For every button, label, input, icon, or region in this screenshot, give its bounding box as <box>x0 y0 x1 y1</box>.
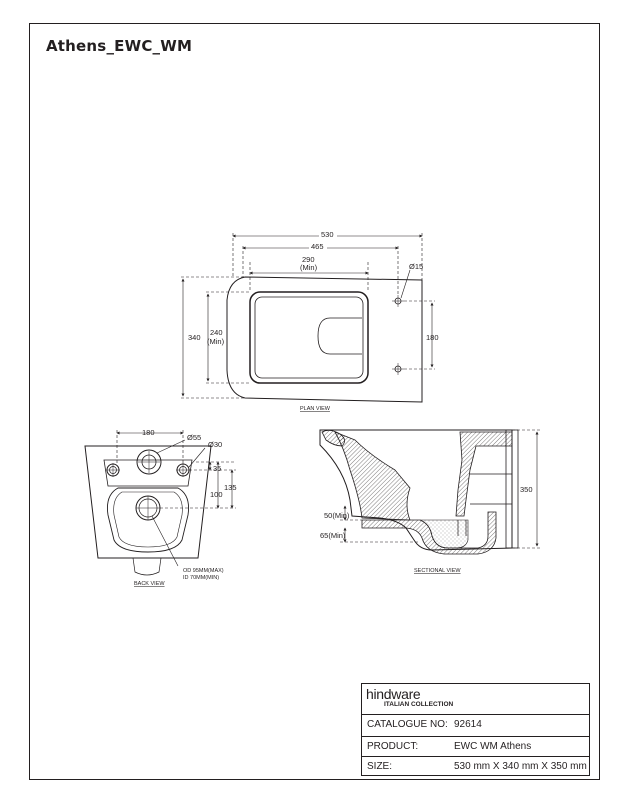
dim-180-holes: 180 <box>426 333 439 342</box>
drawing-title: Athens_EWC_WM <box>46 37 193 55</box>
plan-view-caption: PLAN VIEW <box>300 406 331 412</box>
dim-135: 135 <box>224 483 237 492</box>
dim-dia-55: Ø55 <box>187 433 201 442</box>
sectional-view-caption: SECTIONAL VIEW <box>414 568 461 574</box>
plan-seat-outer <box>249 291 369 384</box>
dim-dia-30: Ø30 <box>208 440 222 449</box>
dim-240: 240 <box>210 328 223 337</box>
sectional-view: 350 50(Min) 65(Min) SECTIONAL VIEW <box>319 429 540 574</box>
section-rear-wall <box>455 431 513 517</box>
dim-50-min: 50(Min) <box>324 511 350 520</box>
plan-seat-inner <box>254 296 364 379</box>
title-block: hindware ITALIAN COLLECTION CATALOGUE NO… <box>361 683 590 776</box>
brand-name: hindware <box>366 686 421 702</box>
dim-240-min: (Min) <box>207 337 225 346</box>
back-inner-outline <box>107 487 189 553</box>
size-row: SIZE: 530 mm X 340 mm X 350 mm <box>362 756 589 776</box>
back-fixing-hole-right <box>176 463 190 477</box>
back-fixing-hole-left <box>106 463 120 477</box>
plan-fixing-hole-bottom <box>392 363 404 375</box>
dim-65-min: 65(Min) <box>320 531 346 540</box>
section-ceramic-wall <box>334 431 411 521</box>
back-view: 180 Ø55 Ø30 35 135 100 OD 95MM(MAX) ID 7… <box>84 428 237 587</box>
plan-fixing-hole-top <box>392 295 404 307</box>
section-outlet-spigot <box>470 473 513 505</box>
note-id-70: ID 70MM(MIN) <box>183 575 219 581</box>
product-value: EWC WM Athens <box>454 741 532 752</box>
catalogue-value: 92614 <box>454 719 482 730</box>
dim-340: 340 <box>188 333 201 342</box>
product-label: PRODUCT: <box>367 741 419 752</box>
section-water-seal <box>419 519 469 549</box>
dim-hole-dia-15: Ø15 <box>409 262 423 271</box>
back-upper-recess <box>103 459 193 487</box>
drawing-sheet-border <box>29 23 600 780</box>
plan-view: 530 465 290 (Min) Ø15 340 240 (Min) 180 … <box>181 230 439 412</box>
size-value: 530 mm X 340 mm X 350 mm <box>454 761 587 772</box>
back-outer-outline <box>84 445 212 559</box>
dim-290: 290 <box>302 255 315 264</box>
plan-bowl-well <box>317 317 362 355</box>
dim-465: 465 <box>311 242 324 251</box>
dim-180-back: 180 <box>142 428 155 437</box>
product-row: PRODUCT: EWC WM Athens <box>362 736 589 756</box>
dim-35: 35 <box>213 464 221 473</box>
back-inner-outline-2 <box>113 491 183 548</box>
size-label: SIZE: <box>367 761 393 772</box>
back-water-inlet <box>136 449 162 475</box>
dim-350: 350 <box>520 485 533 494</box>
section-rim <box>321 430 345 447</box>
plan-bowl-outline <box>226 276 423 403</box>
dim-530: 530 <box>321 230 334 239</box>
back-waste-outlet <box>135 495 161 521</box>
note-od-95: OD 95MM(MAX) <box>183 568 224 574</box>
catalogue-row: CATALOGUE NO: 92614 <box>362 714 589 736</box>
catalogue-label: CATALOGUE NO: <box>367 719 448 730</box>
back-view-caption: BACK VIEW <box>134 581 165 587</box>
dim-100: 100 <box>210 490 223 499</box>
brand-logo: hindware ITALIAN COLLECTION <box>366 687 453 709</box>
brand-subtitle: ITALIAN COLLECTION <box>384 701 454 708</box>
dim-290-min: (Min) <box>300 263 318 272</box>
